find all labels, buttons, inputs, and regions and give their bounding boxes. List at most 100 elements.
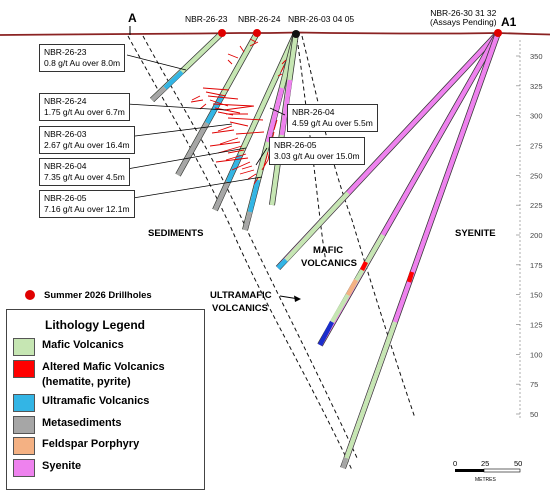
elevation-label-225: 225 <box>530 201 543 210</box>
legend-label: Mafic Volcanics <box>42 339 124 351</box>
legend-swatch <box>13 360 35 378</box>
legend-label-line2: (hematite, pyrite) <box>42 376 131 388</box>
elevation-label-50: 50 <box>530 410 538 419</box>
section-start-label: A <box>128 11 137 25</box>
syenite-contact <box>301 35 416 419</box>
leader-lines <box>126 54 286 200</box>
drillhole-trace-23-sed <box>150 86 167 102</box>
intercept-value: 0.8 g/t Au over 8.0m <box>44 58 121 68</box>
elevation-label-75: 75 <box>530 380 538 389</box>
drillhole-trace-31-mafic <box>330 233 385 324</box>
scale-bar-tick-50: 50 <box>514 459 522 468</box>
drillhole-trace-04-sed <box>242 211 253 231</box>
intercept-hole: NBR-26-23 <box>44 47 87 57</box>
topography-line <box>0 31 550 36</box>
drillhole-trace-32-mafic <box>340 321 398 469</box>
intercept-box-nbr-26-04-b: NBR-26-04 4.59 g/t Au over 5.5m <box>287 104 378 132</box>
intercept-value: 1.75 g/t Au over 6.7m <box>44 107 125 117</box>
intercept-hole: NBR-26-04 <box>44 161 87 171</box>
drillhole-trace-30-um <box>276 258 288 270</box>
elevation-label-200: 200 <box>530 231 543 240</box>
drillhole-traces <box>149 30 501 470</box>
collar-marker-03 <box>292 30 300 38</box>
drillhole-label-03-04-05: NBR-26-03 04 05 <box>288 14 355 24</box>
legend-swatch <box>13 459 35 477</box>
ultramafic-contact-east <box>142 35 359 461</box>
scale-bar-segment-2 <box>483 468 521 473</box>
intercept-box-nbr-26-23: NBR-26-23 0.8 g/t Au over 8.0m <box>39 44 126 72</box>
intercept-value: 3.03 g/t Au over 15.0m <box>274 151 360 161</box>
legend-label: Ultramafic Volcanics <box>42 395 150 407</box>
intercept-value: 7.16 g/t Au over 12.1m <box>44 204 130 214</box>
legend-label-line1: Altered Mafic Volcanics <box>42 361 165 373</box>
unit-label-mafic-line1: MAFIC <box>313 245 343 256</box>
legend-label: Altered Mafic Volcanics (hematite, pyrit… <box>42 360 165 390</box>
drillhole-label-30-31-32: NBR-26-30 31 32 (Assays Pending) <box>430 9 497 27</box>
scale-bar-tick-0: 0 <box>453 459 457 468</box>
legend-label: Syenite <box>42 460 82 472</box>
drillhole-trace-23-um <box>163 70 184 90</box>
elevation-label-175: 175 <box>530 261 543 270</box>
collar-marker-30 <box>494 29 502 37</box>
intercept-value: 2.67 g/t Au over 16.4m <box>44 140 130 150</box>
intercept-box-nbr-26-04-a: NBR-26-04 7.35 g/t Au over 4.5m <box>39 158 130 186</box>
collar-marker-24 <box>253 29 261 37</box>
legend-label: Metasediments <box>42 417 122 429</box>
drillhole-trace-05-syenite <box>279 79 293 136</box>
intercept-value: 7.35 g/t Au over 4.5m <box>44 172 125 182</box>
intercept-hole: NBR-26-03 <box>44 129 87 139</box>
legend-swatch <box>13 437 35 455</box>
elevation-label-125: 125 <box>530 321 543 330</box>
drillhole-trace-24-sed <box>176 121 209 177</box>
elevation-label-350: 350 <box>530 52 543 61</box>
ultramafic-arrow-head <box>294 295 301 302</box>
intercept-box-nbr-26-03: NBR-26-03 2.67 g/t Au over 16.4m <box>39 126 135 154</box>
drillhole-trace-30-mafic <box>284 191 350 262</box>
lithology-legend: Lithology Legend Mafic Volcanics Altered… <box>6 309 205 490</box>
legend-label: Feldspar Porphyry <box>42 438 140 450</box>
drillhole-trace-32-sed <box>340 457 349 469</box>
legend-item-metasediments: Metasediments <box>13 416 121 434</box>
scale-bar-unit: METRES <box>475 477 497 483</box>
intercept-hole: NBR-26-05 <box>274 140 317 150</box>
drillhole-trace-04-um <box>247 179 261 213</box>
drillhole-label-30-31-32-id: NBR-26-30 31 32 <box>430 8 497 18</box>
unit-label-syenite: SYENITE <box>455 228 496 239</box>
intercept-box-nbr-26-24: NBR-26-24 1.75 g/t Au over 6.7m <box>39 93 130 121</box>
scale-bar-tick-25: 25 <box>481 459 489 468</box>
drillhole-trace-31-altered <box>359 260 369 272</box>
collar-markers <box>218 29 502 38</box>
elevation-label-300: 300 <box>530 112 543 121</box>
lithology-legend-title: Lithology Legend <box>45 318 145 332</box>
unit-label-mafic-line2: VOLCANICS <box>301 258 357 269</box>
marker-legend-label: Summer 2026 Drillholes <box>44 290 152 301</box>
drillhole-label-30-31-32-note: (Assays Pending) <box>430 17 497 27</box>
scale-bar: 0 25 50 METRES <box>453 459 522 483</box>
intercept-hole: NBR-26-04 <box>292 107 335 117</box>
elevation-label-275: 275 <box>530 142 543 151</box>
legend-item-mafic-volcanics: Mafic Volcanics <box>13 338 124 356</box>
intercept-hole: NBR-26-05 <box>44 193 87 203</box>
drillhole-trace-31-porphyry <box>346 278 358 297</box>
legend-swatch <box>13 416 35 434</box>
unit-label-ultramafic-line2: VOLCANICS <box>212 303 268 314</box>
drillhole-label-23: NBR-26-23 <box>185 14 228 24</box>
drillhole-label-24: NBR-26-24 <box>238 14 281 24</box>
drillhole-trace-31-deep <box>318 320 334 347</box>
drillhole-trace-03-sed <box>212 181 231 211</box>
scale-bar-segment-1 <box>455 469 484 472</box>
ultramafic-contact-west <box>127 35 353 471</box>
legend-item-feldspar-porphyry: Feldspar Porphyry <box>13 437 139 455</box>
elevation-label-100: 100 <box>530 350 543 359</box>
elevation-label-150: 150 <box>530 291 543 300</box>
marker-legend-dot <box>25 290 35 300</box>
legend-swatch <box>13 338 35 356</box>
unit-label-ultramafic-line1: ULTRAMAFIC <box>210 290 272 301</box>
section-end-label: A1 <box>501 15 517 29</box>
legend-item-ultramafic-volcanics: Ultramafic Volcanics <box>13 394 149 412</box>
legend-swatch <box>13 394 35 412</box>
collar-marker-23 <box>218 29 226 37</box>
